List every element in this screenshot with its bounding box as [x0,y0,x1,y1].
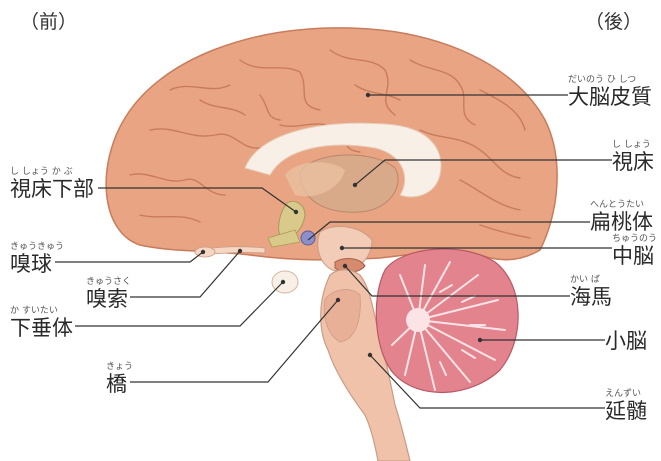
svg-text:へんとうたい: へんとうたい [590,199,644,210]
svg-text:きゅうさく: きゅうさく [86,276,131,287]
svg-text:ちゅうのう: ちゅうのう [612,233,657,244]
svg-text:延髄: 延髄 [605,399,647,423]
front-label: （前） [20,11,77,33]
svg-text:し しょう か ぶ: し しょう か ぶ [10,166,73,177]
back-label: （後） [585,11,642,33]
label-olfactory-tract: きゅうさく 嗅索 [86,249,242,311]
svg-text:し しょう: し しょう [612,139,651,150]
svg-text:視床: 視床 [612,150,654,174]
svg-text:きゅうきゅう: きゅうきゅう [10,241,64,252]
svg-text:橋: 橋 [106,372,127,396]
svg-text:下垂体: 下垂体 [10,316,73,340]
svg-text:きょう: きょう [106,361,133,372]
cerebellum-shape [376,249,518,392]
svg-text:か すいたい: か すいたい [10,305,58,316]
svg-text:小脳: 小脳 [605,329,647,353]
label-pons: きょう 橋 [106,298,340,396]
amygdala-region [301,231,315,245]
svg-text:だいのう ひ しつ: だいのう ひ しつ [568,74,636,85]
svg-text:かい ば: かい ば [570,274,600,285]
svg-text:嗅索: 嗅索 [86,287,128,311]
svg-text:大脳皮質: 大脳皮質 [568,85,652,109]
svg-text:嗅球: 嗅球 [10,252,52,276]
svg-text:視床下部: 視床下部 [10,177,94,201]
svg-text:海馬: 海馬 [570,285,612,309]
label-pituitary: か すいたい 下垂体 [10,280,285,340]
svg-text:扁桃体: 扁桃体 [590,210,653,234]
svg-text:中脳: 中脳 [612,244,654,268]
svg-text:えんずい: えんずい [605,388,641,399]
